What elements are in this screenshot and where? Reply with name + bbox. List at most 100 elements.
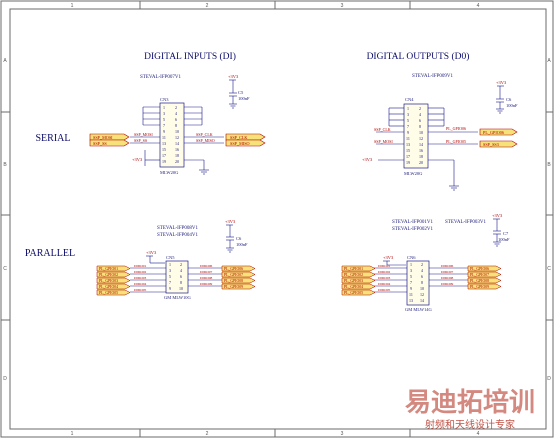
di-serial-ref: CN3 xyxy=(160,97,169,102)
pin: 18 xyxy=(175,153,179,158)
do-parallel-block: STEVAL-IFP001V1 STEVAL-IFP003V1 STEVAL-I… xyxy=(341,213,510,312)
di-parallel-right-ports: PL_GPIO06 PL_GPIO07 PL_GPIO08 PL_GPIO09 xyxy=(221,265,256,290)
port: PL_GPIO02 xyxy=(341,271,376,278)
row-label-a-right: A xyxy=(547,58,551,64)
do-parallel-left-ports: PL_GPIO01 PL_GPIO02 PL_GPIO03 PL_GPIO04 … xyxy=(341,265,376,296)
di-parallel-cap-value: 100nF xyxy=(236,242,248,247)
port: PL_GPIO01 xyxy=(96,265,131,272)
net-label: DIDO03 xyxy=(134,276,146,280)
pin: 16 xyxy=(175,147,179,152)
port-label: PL_GPIO02 xyxy=(99,273,118,277)
do-parallel-wires xyxy=(374,267,468,293)
do-parallel-cap-wires xyxy=(493,218,501,247)
di-parallel-power-top-wire xyxy=(146,255,165,264)
di-serial-net-clk: SSP_CLK xyxy=(196,132,213,137)
port: PL_GPIO01 xyxy=(341,265,376,272)
do-serial-port-gpio6: PL_GPIO06 xyxy=(479,128,518,136)
do-parallel-power: +3V3 xyxy=(492,213,503,218)
port-label: PL_GPIO07 xyxy=(470,273,489,277)
port-label: PL_GPIO04 xyxy=(99,285,118,289)
port-label: PL_GPIO05 xyxy=(99,291,118,295)
net-label: DIDO06 xyxy=(200,264,212,268)
pin: 13 xyxy=(409,298,413,303)
pin: 3 xyxy=(169,268,171,273)
pin: 3 xyxy=(410,268,412,273)
di-heading: DIGITAL INPUTS (DI) xyxy=(144,51,236,62)
col-label-4: 4 xyxy=(477,3,480,9)
pin: 8 xyxy=(421,280,423,285)
port: PL_GPIO04 xyxy=(96,283,131,290)
port-label: PL_GPIO01 xyxy=(344,267,363,271)
do-serial-net-clk: SSP_CLK xyxy=(374,127,391,132)
do-serial-part: MLW20G xyxy=(404,171,423,176)
do-parallel-ref: CN6 xyxy=(407,255,416,260)
di-serial-connector xyxy=(159,102,185,168)
net-label: DIDO01 xyxy=(134,264,146,268)
pin: 20 xyxy=(175,159,179,164)
col-label-4b: 4 xyxy=(477,431,480,437)
di-serial-net-miso: SSP_MISO xyxy=(196,138,215,143)
pin: 8 xyxy=(419,124,421,129)
pin: 2 xyxy=(419,106,421,111)
net-label: DIDO05 xyxy=(134,288,146,292)
net-label: DIDO07 xyxy=(200,270,212,274)
pin: 20 xyxy=(419,160,423,165)
do-serial-cap-ref: C6 xyxy=(506,97,512,102)
di-parallel-board-2: STEVAL-IFP004V1 xyxy=(157,233,199,238)
port: PL_GPIO07 xyxy=(221,271,256,278)
pin: 6 xyxy=(175,117,177,122)
di-parallel-cap-wires xyxy=(226,224,234,253)
di-serial-port-miso-label: SSP_MISO xyxy=(230,141,250,146)
pin: 14 xyxy=(175,141,179,146)
di-serial-port-miso: SSP_MISO xyxy=(225,139,266,147)
pin: 9 xyxy=(410,286,412,291)
port: PL_GPIO05 xyxy=(341,289,376,296)
pin: 10 xyxy=(175,129,179,134)
port: PL_GPIO08 xyxy=(221,277,256,284)
do-parallel-right-nets: DIDO06 DIDO07 DIDO08 DIDO09 xyxy=(441,264,453,286)
pin: 19 xyxy=(406,160,410,165)
port: PL_GPIO03 xyxy=(96,277,131,284)
pin: 4 xyxy=(419,112,421,117)
pin: 7 xyxy=(163,123,165,128)
di-parallel-wires xyxy=(130,267,222,293)
di-parallel-left-nets: DIDO01 DIDO02 DIDO03 DIDO04 DIDO05 xyxy=(134,264,146,292)
pin: 18 xyxy=(419,154,423,159)
net-label: DIDO01 xyxy=(378,264,390,268)
do-serial-net-gpio6: PL_GPIO06 xyxy=(446,126,466,131)
di-parallel-board-1: STEVAL-IFP008V1 xyxy=(157,226,199,231)
row-label-d-right: D xyxy=(547,376,551,382)
pin: 11 xyxy=(409,292,413,297)
do-serial-net-gpio5: PL_GPIO05 xyxy=(446,139,466,144)
do-parallel-board-1: STEVAL-IFP001V1 xyxy=(392,220,434,225)
do-serial-power: +3V3 xyxy=(496,80,507,85)
net-label: DIDO02 xyxy=(378,270,390,274)
do-parallel-power-top-wire xyxy=(383,260,406,266)
port: PL_GPIO07 xyxy=(467,271,502,278)
pin: 10 xyxy=(420,286,424,291)
do-serial-net-mosi: SSP_MOSI xyxy=(374,139,393,144)
di-parallel-part: GM MLW10G xyxy=(164,295,192,300)
port: PL_GPIO04 xyxy=(341,283,376,290)
pin: 5 xyxy=(163,117,165,122)
pin: 11 xyxy=(162,135,166,140)
pin: 17 xyxy=(406,154,410,159)
do-parallel-connector xyxy=(406,260,430,306)
pin: 5 xyxy=(407,118,409,123)
do-parallel-cap-value: 100nF xyxy=(498,237,510,242)
pin: 5 xyxy=(410,274,412,279)
di-serial-net-ss: SSP_SS xyxy=(134,138,147,143)
serial-heading: SERIAL xyxy=(36,133,71,144)
port-label: PL_GPIO04 xyxy=(344,285,363,289)
parallel-heading: PARALLEL xyxy=(25,248,75,259)
di-serial-port-ss-label: SSP_SS xyxy=(93,141,107,146)
do-serial-cap-value: 100nF xyxy=(506,103,518,108)
di-parallel-block: STEVAL-IFP008V1 STEVAL-IFP004V1 +3V3 C6 … xyxy=(96,219,256,300)
pin: 9 xyxy=(163,129,165,134)
row-label-b-right: B xyxy=(547,162,551,168)
